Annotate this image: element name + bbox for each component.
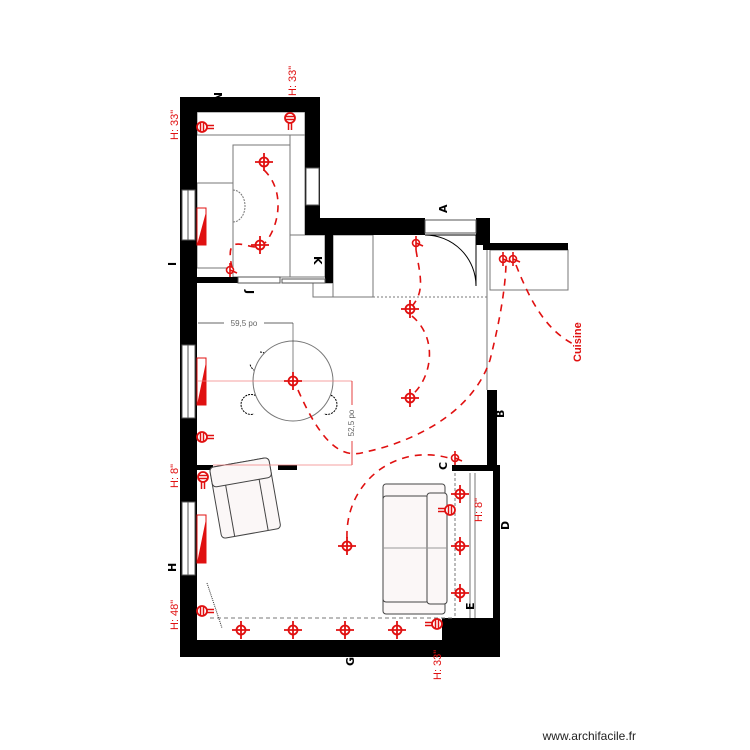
ceiling-light-icon — [450, 536, 470, 556]
watermark: www.archifacile.fr — [542, 729, 636, 743]
walls — [180, 97, 568, 657]
switch-icon — [411, 235, 424, 251]
wall-label-b: B — [494, 410, 507, 418]
ceiling-light-icon — [450, 583, 470, 603]
radiator — [196, 514, 207, 564]
wall-label-d: D — [499, 521, 512, 530]
height-label: H: 33" — [169, 110, 181, 140]
dimension-lines: 59,5 po 52,5 po — [197, 317, 357, 466]
electrical-wiring — [229, 169, 576, 539]
ceiling-light-icon — [387, 620, 407, 640]
outlet-icon — [424, 618, 443, 630]
switch-icon — [498, 251, 511, 267]
outlet-icon — [284, 112, 296, 131]
dimension-vertical: 52,5 po — [347, 409, 356, 436]
wall-label-e: E — [464, 602, 477, 610]
height-label: H: 33" — [287, 66, 299, 96]
ceiling-light-icon — [254, 152, 274, 172]
ceiling-light-icon — [250, 235, 270, 255]
wall-label-h: H — [166, 563, 179, 572]
ceiling-light-icon — [335, 620, 355, 640]
room-label-cuisine: Cuisine — [572, 322, 584, 362]
height-labels: H: 33" H: 33" H: 8" H: 48" H: 8" H: 33" … — [169, 66, 584, 680]
radiators — [196, 207, 207, 564]
windows — [181, 167, 477, 576]
wall-labels: M A K J B C D E H G I — [166, 92, 512, 666]
switch-icon — [508, 251, 521, 267]
wall-label-c: C — [437, 462, 450, 470]
outlet-icon — [196, 431, 215, 443]
sofa — [382, 483, 448, 615]
height-label: H: 8" — [473, 498, 485, 522]
ceiling-light-icon — [231, 620, 251, 640]
wall-label-a: A — [437, 204, 450, 213]
wall-label-k: K — [311, 256, 324, 265]
height-label: H: 33" — [432, 650, 444, 680]
wall-label-j: J — [243, 289, 256, 294]
radiator — [196, 207, 207, 246]
radiator — [196, 357, 207, 406]
outlet-icon — [196, 121, 215, 133]
wall-label-m: M — [211, 92, 224, 103]
ceiling-light-icon — [400, 299, 420, 319]
ceiling-light-icon — [337, 536, 357, 556]
ceiling-light-icon — [450, 484, 470, 504]
interior-lines — [196, 111, 569, 390]
dimension-horizontal: 59,5 po — [231, 319, 258, 328]
switch-icon — [450, 450, 463, 466]
height-label: H: 48" — [169, 600, 181, 630]
armchair — [209, 457, 281, 539]
outlet-icon — [197, 471, 209, 490]
outlet-icon — [196, 605, 215, 617]
ceiling-light-icon — [283, 620, 303, 640]
wall-label-i: I — [166, 262, 179, 266]
height-label: H: 8" — [169, 464, 181, 488]
wall-label-g: G — [344, 657, 357, 666]
